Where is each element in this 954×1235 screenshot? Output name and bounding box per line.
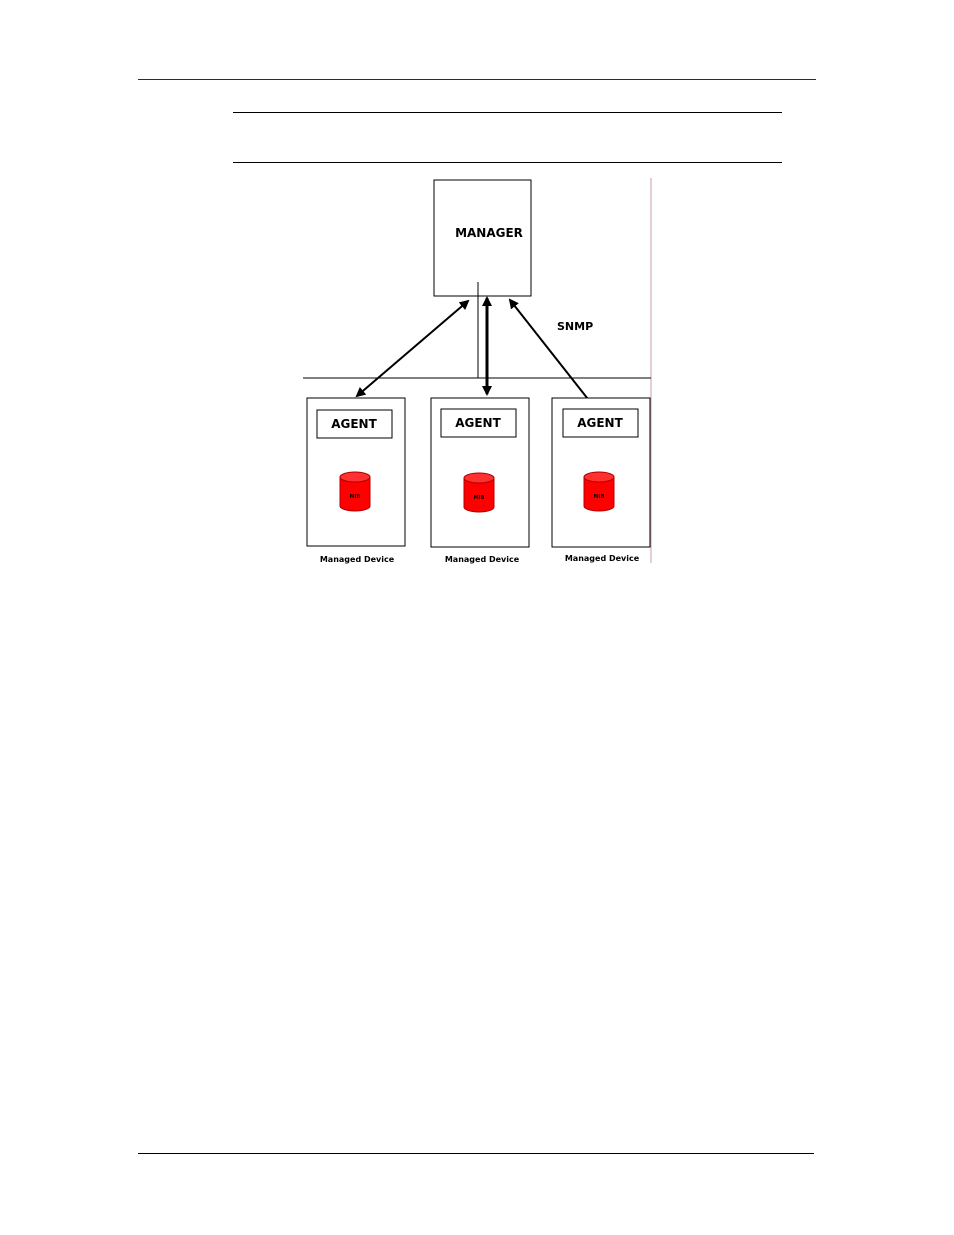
managed-device-1: AGENT MIB Managed Device <box>307 398 405 564</box>
agent-label: AGENT <box>455 416 501 430</box>
mib-label: MIB <box>350 494 361 500</box>
mib-label: MIB <box>594 494 605 500</box>
snmp-arrow-right <box>510 300 595 408</box>
managed-device-3: AGENT MIB Managed Device <box>552 398 650 563</box>
managed-device-2: AGENT MIB Managed Device <box>431 398 529 564</box>
manager-label: MANAGER <box>455 226 523 240</box>
mib-cylinder-icon <box>340 472 370 511</box>
mib-cylinder-icon <box>464 473 494 512</box>
agent-label: AGENT <box>577 416 623 430</box>
snmp-label: SNMP <box>557 320 593 333</box>
mib-cylinder-icon <box>584 472 614 511</box>
footer-rule <box>138 1153 814 1154</box>
managed-device-label: Managed Device <box>445 555 520 564</box>
agent-label: AGENT <box>331 417 377 431</box>
mib-label: MIB <box>474 495 485 501</box>
snmp-arrow-left <box>357 301 468 396</box>
managed-device-label: Managed Device <box>320 555 395 564</box>
managed-device-label: Managed Device <box>565 554 640 563</box>
